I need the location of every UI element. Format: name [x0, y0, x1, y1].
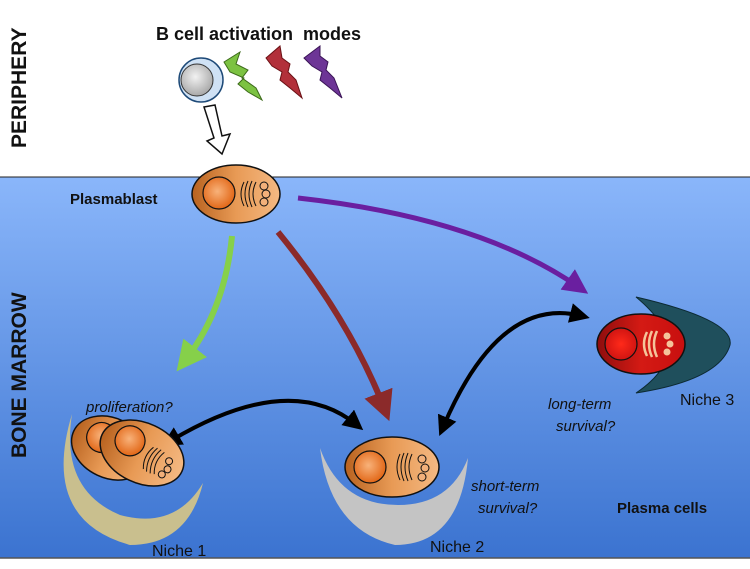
niche-1-shape [63, 414, 203, 545]
differentiation-arrow-icon [203, 104, 232, 156]
proliferation-label: proliferation? [85, 399, 173, 416]
proliferating-cell-front [99, 419, 185, 487]
short-term-label: short-term [471, 478, 539, 495]
green-arrow [176, 235, 235, 372]
niche-3-plasma-cell [596, 313, 686, 375]
plasma-cells-label: Plasma cells [617, 500, 707, 517]
short-term-survival-label: survival? [478, 500, 538, 517]
bone-marrow-label: BONE MARROW [8, 292, 31, 458]
niche-2-plasma-cell [344, 436, 440, 498]
long-term-survival-label: survival? [556, 418, 616, 435]
niche-2-shape [320, 448, 468, 545]
lightning-bolt-green-icon [223, 50, 264, 102]
niche1-niche2-arrow [161, 398, 364, 447]
plasmablast-cell [191, 164, 281, 224]
niche-1-label: Niche 1 [152, 543, 206, 560]
long-term-label: long-term [548, 396, 611, 413]
niche-2-label: Niche 2 [430, 539, 484, 556]
niche-3-label: Niche 3 [680, 392, 734, 409]
plasmablast-label: Plasmablast [70, 191, 158, 208]
activation-modes-title: B cell activation modes [156, 24, 361, 44]
purple-arrow [297, 195, 589, 294]
lightning-bolt-purple-icon [303, 45, 343, 99]
b-cell-icon [178, 57, 224, 103]
lightning-bolt-red-icon [265, 45, 304, 100]
periphery-label: PERIPHERY [8, 27, 31, 148]
niche2-niche3-arrow [437, 303, 590, 437]
red-arrow [275, 230, 393, 422]
